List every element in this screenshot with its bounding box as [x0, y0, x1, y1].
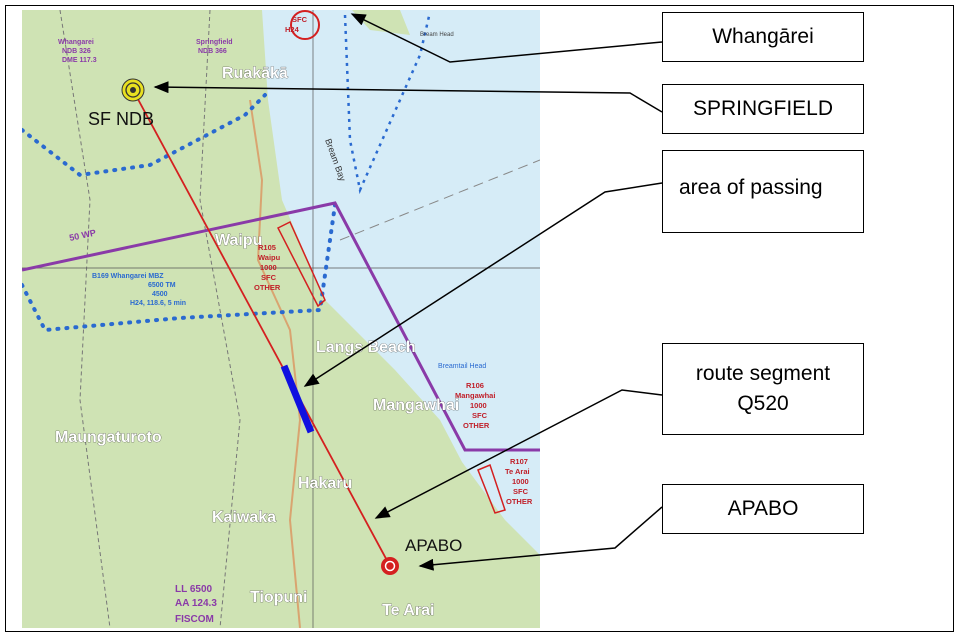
apabo-waypoint-symbol — [381, 557, 399, 575]
r106-type: OTHER — [463, 421, 490, 430]
arrow-area-of-passing — [303, 182, 663, 387]
r107-name: Te Arai — [505, 467, 530, 476]
navaid-whangarei-dme: DME 117.3 — [62, 57, 97, 64]
bream-head-label: Bream Head — [420, 32, 454, 38]
r106-lower: SFC — [472, 411, 488, 420]
navaid-whangarei-ndb: NDB 326 — [62, 48, 91, 55]
restricted-area-r105 — [276, 220, 326, 308]
town-label: Waipu — [215, 232, 262, 249]
navaid-springfield-ndb: NDB 366 — [198, 48, 227, 55]
route-segment-q520 — [280, 364, 315, 434]
ll-label: LL 6500 — [175, 584, 212, 595]
arrow-route-segment — [374, 389, 663, 519]
mbz-upper: 6500 TM — [148, 282, 176, 289]
sfc-label: SFC — [292, 15, 308, 24]
aeronautical-chart: Ruakākā Waipu Langs Beach Mangawhai Maun… — [22, 10, 540, 628]
r106-upper: 1000 — [470, 401, 487, 410]
h24-label: H24 — [285, 25, 300, 34]
restricted-area-r107 — [477, 463, 506, 514]
town-label: Te Arai — [382, 602, 434, 619]
callout-route-segment: route segment Q520 — [662, 343, 864, 435]
route-line — [132, 89, 391, 567]
r107-upper: 1000 — [512, 477, 529, 486]
town-label: Maungaturoto — [55, 429, 162, 446]
arrow-whangarei — [350, 13, 663, 63]
aa-label: AA 124.3 — [175, 598, 217, 609]
town-label: Tiopuni — [250, 589, 307, 606]
callout-springfield: SPRINGFIELD — [662, 84, 864, 134]
r105-type: OTHER — [254, 283, 281, 292]
ndb-symbol — [121, 78, 145, 102]
callout-whangarei: Whangārei — [662, 12, 864, 62]
figure-border — [5, 5, 954, 632]
town-label: Mangawhai — [373, 397, 459, 414]
breamtail-head-label: Breamtail Head — [438, 363, 486, 370]
town-label: Ruakākā — [222, 65, 288, 82]
r105-label: R105 — [258, 243, 276, 252]
ndb-label: SF NDB — [88, 109, 154, 129]
r106-label: R106 — [466, 381, 484, 390]
r105-upper: 1000 — [260, 263, 277, 272]
r106-name: Mangawhai — [455, 391, 495, 400]
callout-apabo: APABO — [662, 484, 864, 534]
callout-area-of-passing: area of passing — [662, 150, 864, 233]
arrow-springfield — [153, 81, 663, 113]
town-label: Hakaru — [298, 475, 352, 492]
navaid-whangarei: Whangarei — [58, 39, 94, 46]
sea — [262, 10, 540, 555]
arrow-apabo — [418, 506, 663, 571]
r107-type: OTHER — [506, 497, 533, 506]
r105-lower: SFC — [261, 273, 277, 282]
fiscom-label: FISCOM — [175, 614, 214, 625]
mbz-label: B169 Whangarei MBZ — [92, 273, 164, 280]
r107-label: R107 — [510, 457, 528, 466]
airspace-boundary — [22, 201, 540, 452]
mbz-lower: 4500 — [152, 291, 168, 298]
navaid-springfield: Springfield — [196, 39, 233, 46]
r105-name: Waipu — [258, 253, 281, 262]
town-label: Kaiwaka — [212, 509, 276, 526]
mbz-hours: H24, 118.6, 5 min — [130, 300, 186, 307]
r107-lower: SFC — [513, 487, 529, 496]
apabo-label: APABO — [405, 536, 462, 555]
